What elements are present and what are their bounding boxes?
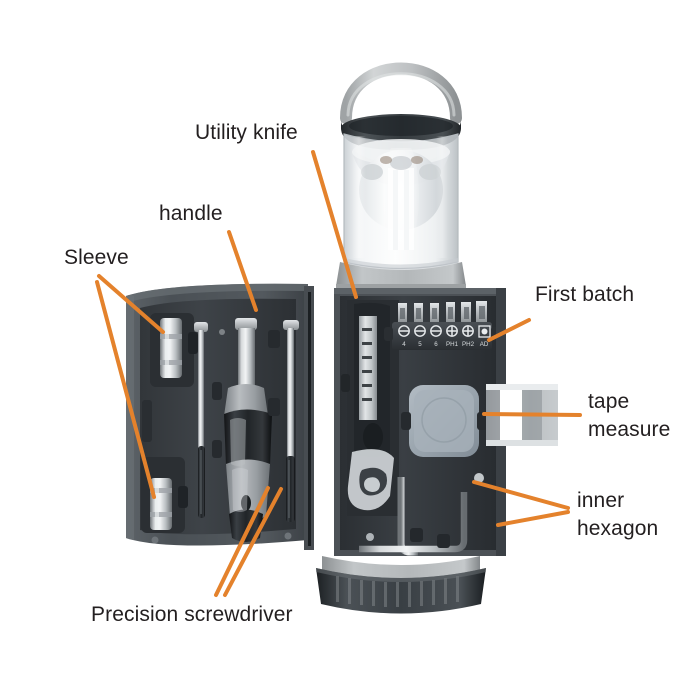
svg-text:AD: AD — [480, 341, 489, 348]
lantern-handle — [340, 62, 462, 124]
bit-strip: 4 5 6 PH1 PH2 AD — [384, 301, 500, 350]
svg-text:6: 6 — [434, 341, 438, 348]
leader-sleeve-bottom — [95, 280, 156, 499]
leader-utility-knife — [311, 150, 358, 299]
tape-measure-pad — [401, 385, 487, 457]
sleeve-top — [150, 313, 198, 387]
svg-text:PH1: PH1 — [446, 341, 459, 348]
leader-handle — [227, 230, 258, 312]
lantern-globe — [343, 133, 459, 271]
label-utility-knife: Utility knife — [195, 121, 298, 144]
label-first-batch: First batch — [535, 283, 635, 306]
leader-precision-right — [223, 487, 283, 597]
label-sleeve: Sleeve — [64, 246, 129, 269]
leader-sleeve-top — [97, 274, 165, 334]
svg-text:4: 4 — [402, 341, 406, 348]
lantern-base — [316, 556, 486, 614]
leader-tape-measure — [482, 412, 582, 417]
bit-labels: 4 5 6 PH1 PH2 AD — [402, 341, 489, 348]
leader-precision-left — [214, 486, 270, 597]
precision-screwdriver-small — [194, 322, 208, 518]
label-tape-measure-line2: measure — [588, 418, 671, 441]
bit-icons — [398, 325, 491, 338]
sleeve-bottom — [141, 457, 188, 533]
leader-lines — [95, 150, 582, 597]
label-tape-measure-line1: tape — [588, 390, 630, 413]
svg-text:PH2: PH2 — [462, 341, 475, 348]
precision-screwdriver-large — [283, 320, 299, 522]
bit-tips — [398, 301, 487, 323]
leader-inner-hexagon-upper — [472, 480, 570, 510]
label-handle: handle — [159, 202, 223, 225]
svg-text:5: 5 — [418, 341, 422, 348]
leader-inner-hexagon-lower — [496, 510, 570, 527]
label-precision-screwdriver: Precision screwdriver — [91, 603, 293, 626]
utility-knife — [341, 300, 399, 516]
hex-key-small — [359, 492, 468, 553]
label-inner-hexagon-line2: hexagon — [577, 517, 659, 540]
case-right: 4 5 6 PH1 PH2 AD — [334, 288, 506, 556]
leader-first-batch — [487, 318, 531, 342]
label-inner-hexagon-line1: inner — [577, 489, 625, 512]
